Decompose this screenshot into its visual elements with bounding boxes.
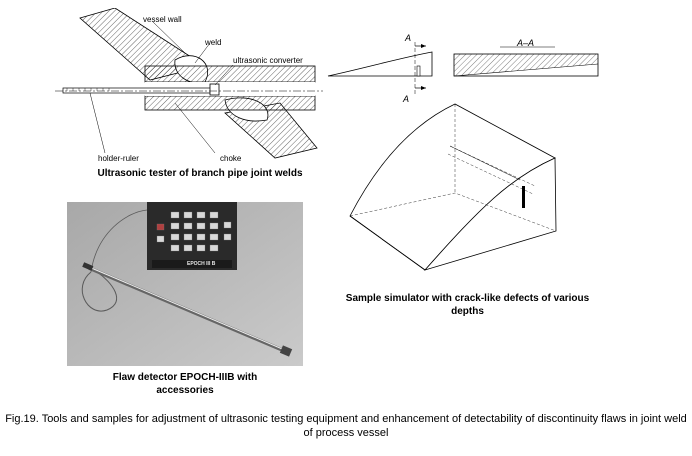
section-aa-hatch xyxy=(454,54,598,76)
section-label-aa: A–A xyxy=(517,38,535,48)
device-keypad xyxy=(156,211,232,252)
section-label-a-top: A xyxy=(405,33,412,43)
section-label-a-bottom: A xyxy=(403,94,410,104)
label-holder-ruler: holder-ruler xyxy=(98,154,139,163)
device-brand-text: EPOCH III B xyxy=(187,261,216,267)
crack-defect-slot xyxy=(522,186,525,208)
holder-ruler-rod xyxy=(62,87,214,94)
weld-tester-caption: Ultrasonic tester of branch pipe joint w… xyxy=(97,168,303,179)
figure-caption: Fig.19. Tools and samples for adjustment… xyxy=(5,413,687,439)
sample-caption: Sample simulator with crack-like defects… xyxy=(345,293,590,317)
photo-caption: Flaw detector EPOCH-IIIB with accessorie… xyxy=(112,372,258,396)
pipe-wall-lower xyxy=(144,95,316,111)
flaw-detector-photo: EPOCH III B xyxy=(67,202,303,366)
sample-simulator-drawing xyxy=(349,103,557,271)
weld-tester-diagram xyxy=(55,8,323,159)
label-weld: weld xyxy=(205,38,222,47)
probe-rod xyxy=(88,266,288,354)
label-vessel-wall: vessel wall xyxy=(143,15,182,24)
side-profile-wedge xyxy=(327,51,433,77)
probe-cable xyxy=(81,271,118,312)
ultrasonic-converter-body xyxy=(209,83,220,96)
label-choke: choke xyxy=(220,154,242,163)
label-ultrasonic-converter: ultrasonic converter xyxy=(233,56,303,65)
section-views xyxy=(327,42,599,95)
